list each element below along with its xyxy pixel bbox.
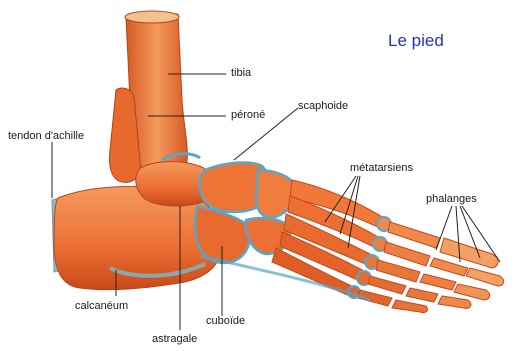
- label-perone: péroné: [231, 109, 265, 121]
- label-cuboide: cuboïde: [206, 315, 245, 327]
- label-calcaneum: calcanéum: [75, 300, 128, 312]
- label-phalanges: phalanges: [426, 193, 477, 205]
- label-scaphoide: scaphoide: [298, 100, 348, 112]
- midfoot-bones: [195, 163, 296, 263]
- label-metatarsiens: métatarsiens: [350, 162, 413, 174]
- diagram-title: Le pied: [388, 31, 444, 51]
- label-astragale: astragale: [152, 333, 197, 345]
- label-tendon-achille: tendon d'achille: [8, 130, 84, 142]
- label-tibia: tibia: [231, 67, 251, 79]
